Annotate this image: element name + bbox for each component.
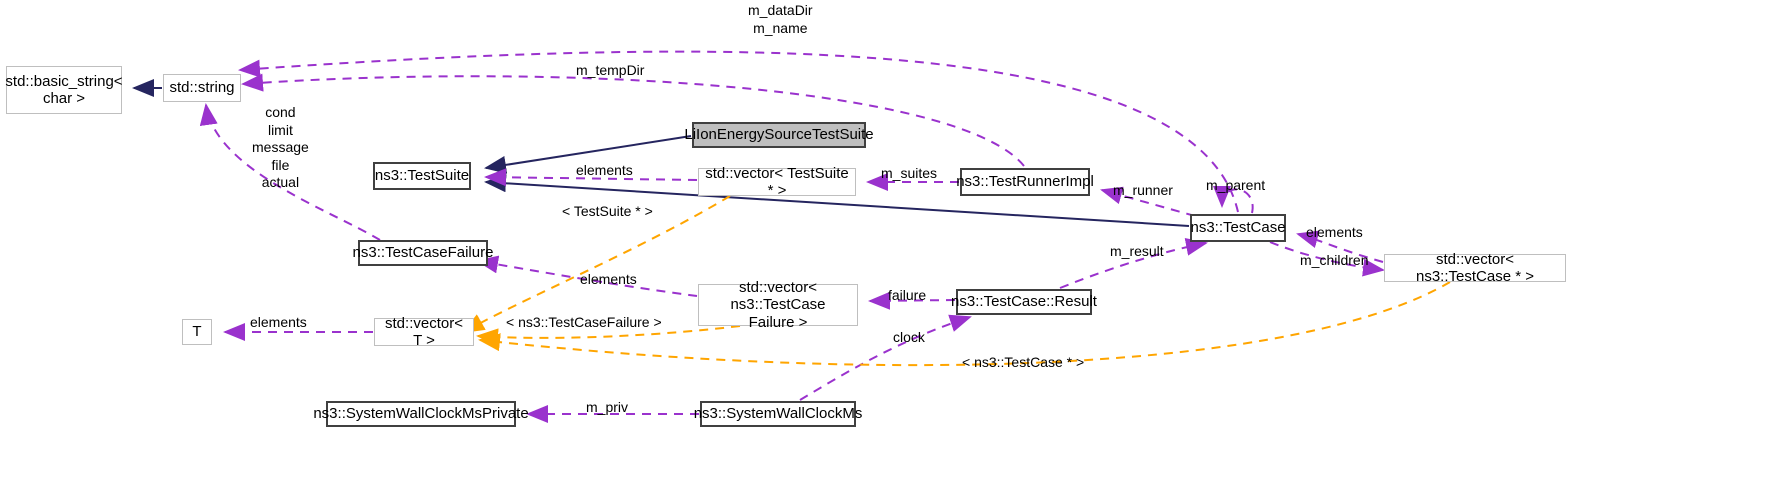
edge-template-testcase-ptr bbox=[478, 281, 1451, 367]
node-std-string[interactable]: std::string bbox=[163, 74, 241, 102]
node-ns3-testrunnerimpl[interactable]: ns3::TestRunnerImpl bbox=[956, 168, 1094, 196]
edge-inheritance-testcase-testsuite bbox=[484, 174, 1190, 227]
edge-usage-m-dataDir-m-name bbox=[238, 50, 1239, 213]
edge-label-m-runner: m_runner bbox=[1113, 182, 1173, 198]
node-vector-ns3-testcase-ptr[interactable]: std::vector< ns3::TestCase * > bbox=[1384, 251, 1566, 285]
edge-label-m-tempDir: m_tempDir bbox=[576, 62, 645, 78]
node-vector-t[interactable]: std::vector< T > bbox=[374, 315, 474, 349]
edge-label-m-dataDir-m-name: m_dataDir m_name bbox=[748, 2, 813, 36]
edge-usage-clock bbox=[799, 314, 972, 401]
edge-label-failure: failure bbox=[888, 287, 927, 303]
node-ns3-testcasefailure[interactable]: ns3::TestCaseFailure bbox=[353, 240, 493, 266]
edge-label-elements-testcase: elements bbox=[1306, 224, 1363, 240]
edge-label-m-children: m_children bbox=[1300, 252, 1369, 268]
edge-usage-testcasefailure-string bbox=[199, 103, 381, 241]
edge-label-elements-t: elements bbox=[250, 314, 307, 330]
node-liion-energy-source-test-suite[interactable]: LiIonEnergySourceTestSuite bbox=[684, 122, 874, 148]
edge-inheritance-liion-testsuite bbox=[484, 135, 692, 174]
edge-label-elements-failure: elements bbox=[580, 271, 637, 287]
edge-label-template-testcase-ptr: < ns3::TestCase * > bbox=[962, 354, 1085, 370]
node-vector-ns3-testcasefailure[interactable]: std::vector< ns3::TestCase Failure > bbox=[698, 279, 858, 331]
edge-usage-m-parent bbox=[1213, 185, 1254, 214]
edge-label-testcasefailure-fields: cond limit message file actual bbox=[252, 104, 309, 190]
node-vector-testsuite-ptr[interactable]: std::vector< TestSuite * > bbox=[698, 165, 856, 199]
node-std-basic-string[interactable]: std::basic_string< char > bbox=[5, 66, 123, 114]
edge-template-testsuite-ptr bbox=[462, 195, 731, 333]
edge-label-template-testcasefailure: < ns3::TestCaseFailure > bbox=[506, 314, 662, 330]
edge-label-template-testsuite-ptr: < TestSuite * > bbox=[562, 203, 653, 219]
edge-template-testcasefailure bbox=[476, 325, 741, 347]
edge-usage-m-result bbox=[1059, 237, 1208, 289]
node-ns3-testcase-result[interactable]: ns3::TestCase::Result bbox=[951, 289, 1097, 315]
edge-usage-failure bbox=[868, 291, 956, 310]
node-ns3-testcase[interactable]: ns3::TestCase bbox=[1190, 214, 1286, 242]
node-ns3-systemwallclockms[interactable]: ns3::SystemWallClockMs bbox=[694, 401, 862, 427]
node-template-param-t[interactable]: T bbox=[182, 319, 212, 345]
edge-usage-elements-testcase bbox=[1296, 230, 1384, 263]
edge-usage-m-tempDir bbox=[241, 73, 1025, 167]
edge-label-m-priv: m_priv bbox=[586, 399, 629, 415]
node-ns3-testsuite[interactable]: ns3::TestSuite bbox=[373, 162, 471, 190]
edge-label-m-parent: m_parent bbox=[1206, 177, 1266, 193]
edge-usage-elements-testsuite bbox=[484, 168, 698, 187]
edge-usage-m-runner bbox=[1100, 186, 1196, 217]
edge-label-elements-testsuite: elements bbox=[576, 162, 633, 178]
edge-usage-elements-failure bbox=[476, 255, 698, 297]
edge-label-clock: clock bbox=[893, 329, 925, 345]
edge-label-m-result: m_result bbox=[1110, 243, 1164, 259]
node-ns3-systemwallclockmsprivate[interactable]: ns3::SystemWallClockMsPrivate bbox=[313, 401, 529, 427]
edge-label-m-suites: m_suites bbox=[881, 165, 938, 181]
